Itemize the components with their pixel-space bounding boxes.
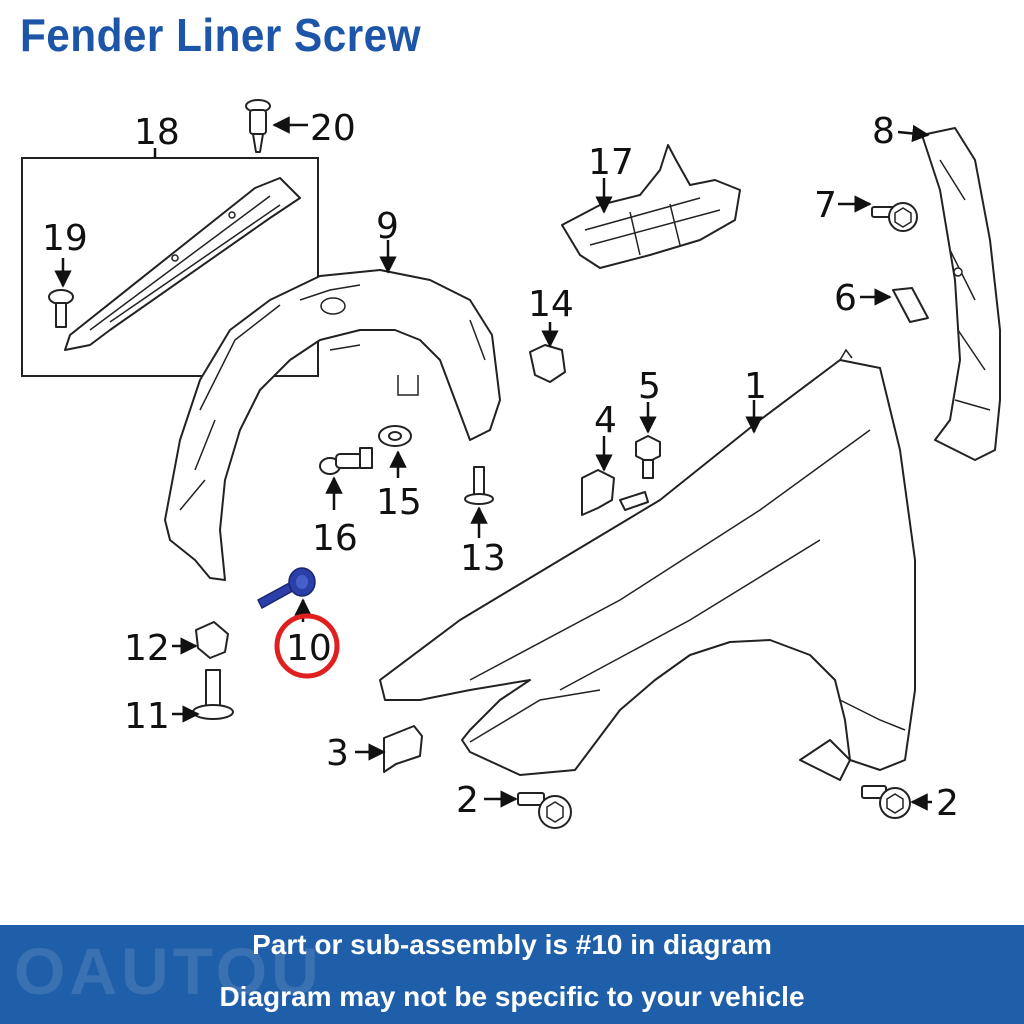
part-9-fender-liner xyxy=(164,240,501,581)
part-20-push-pin xyxy=(245,99,308,153)
part-14-clip xyxy=(529,322,566,383)
callout-1: 1 xyxy=(744,366,767,407)
callout-8: 8 xyxy=(872,111,895,152)
callout-10: 10 xyxy=(286,628,332,669)
part-12-clip xyxy=(172,621,229,659)
part-1-fender xyxy=(379,348,916,781)
part-10-fender-liner-screw xyxy=(257,567,340,679)
callout-12: 12 xyxy=(124,628,170,669)
callout-11: 11 xyxy=(124,696,170,737)
callout-18: 18 xyxy=(134,112,180,153)
callout-3: 3 xyxy=(326,733,349,774)
part-7-bolt xyxy=(838,195,918,232)
callout-6: 6 xyxy=(834,278,857,319)
part-13-stud xyxy=(464,466,494,538)
callout-17: 17 xyxy=(588,142,634,183)
part-17-shield xyxy=(561,144,741,269)
part-11-stud xyxy=(172,669,234,723)
part-2-bolt-left xyxy=(484,790,572,829)
part-3-bracket xyxy=(355,725,423,773)
callout-2-right: 2 xyxy=(936,783,959,824)
page-title: Fender Liner Screw xyxy=(20,9,422,61)
callout-15: 15 xyxy=(376,482,422,523)
banner-disclaimer: Diagram may not be specific to your vehi… xyxy=(219,981,805,1012)
callout-2-left: 2 xyxy=(456,780,479,821)
callout-4: 4 xyxy=(594,400,617,441)
callout-9: 9 xyxy=(376,206,399,247)
callout-14: 14 xyxy=(528,284,574,325)
part-6-clip xyxy=(860,287,929,323)
callout-20: 20 xyxy=(310,108,356,149)
callout-13: 13 xyxy=(460,538,506,579)
part-16-push-pin xyxy=(319,447,373,510)
callout-7: 7 xyxy=(814,185,837,226)
part-19-screw xyxy=(48,258,74,328)
part-2-bolt-right xyxy=(861,785,932,819)
banner-part-note: Part or sub-assembly is #10 in diagram xyxy=(252,929,772,960)
part-15-washer xyxy=(378,425,412,478)
part-4-bracket xyxy=(581,436,649,516)
inset-box-18 xyxy=(21,148,319,377)
info-banner: OAUTOU Part or sub-assembly is #10 in di… xyxy=(0,925,1024,1024)
callout-labels: 1 2 2 3 4 5 6 7 8 9 10 11 12 13 14 15 16… xyxy=(42,108,959,824)
callout-5: 5 xyxy=(638,366,661,407)
part-10-highlight-ring xyxy=(274,613,340,679)
part-18-bracket xyxy=(64,177,301,351)
callout-16: 16 xyxy=(312,518,358,559)
callout-19: 19 xyxy=(42,218,88,259)
brand-watermark: OAUTOU xyxy=(14,934,323,1008)
part-8-bracket xyxy=(897,124,1001,461)
part-5-bolt xyxy=(635,402,661,479)
